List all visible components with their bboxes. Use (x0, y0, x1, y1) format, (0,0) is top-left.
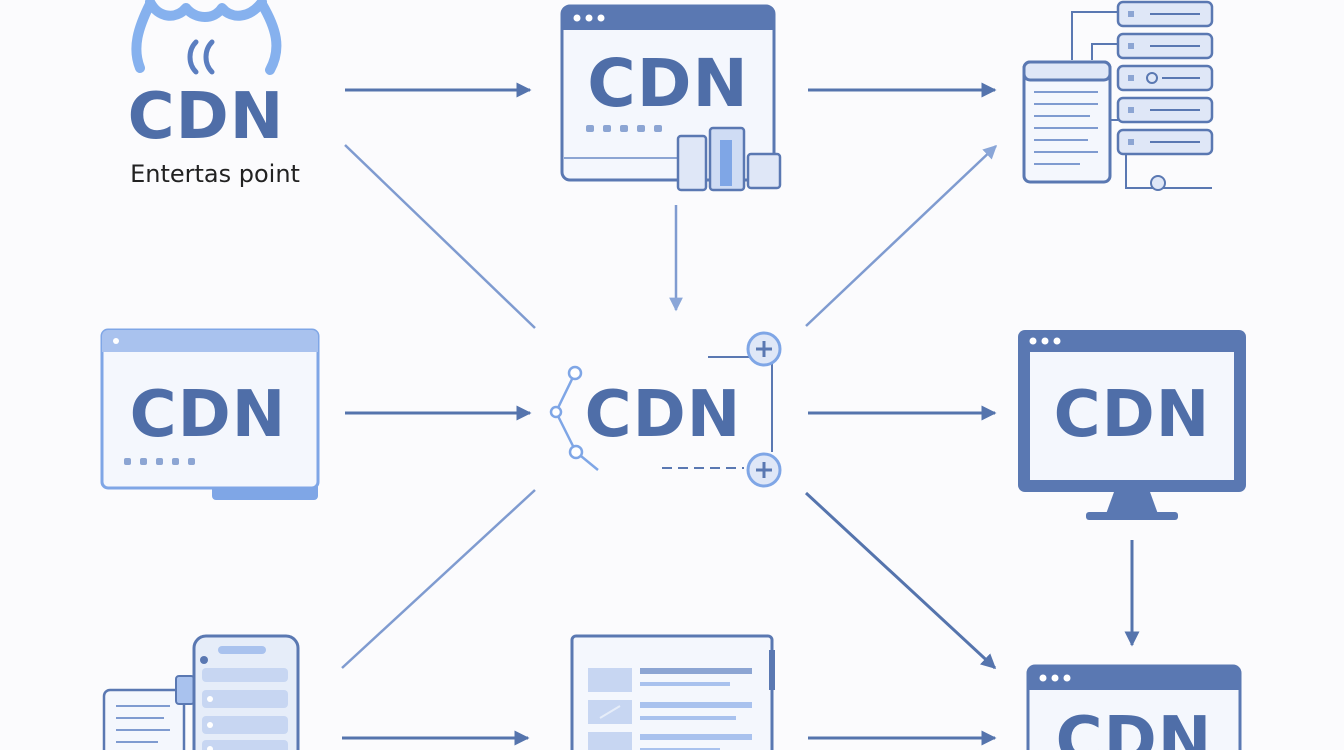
document-window-icon (570, 634, 775, 750)
browser-window-icon (560, 4, 782, 192)
entry-point-caption: Entertas point (130, 160, 300, 188)
bottom-center-node (570, 634, 775, 750)
arrow-hub-to-bottom-right (804, 491, 997, 670)
top-center-label: CDN (587, 45, 748, 122)
hub-label: CDN (585, 378, 742, 452)
bottom-right-label: CDN (1056, 704, 1213, 750)
hub-node: CDN (549, 331, 782, 488)
mobile-devices-icon (102, 634, 300, 750)
cloud-wifi-icon (131, 0, 282, 75)
mid-right-label: CDN (1054, 378, 1211, 452)
connector-arrows (341, 82, 1140, 746)
mid-right-node: CDN (1018, 330, 1246, 520)
arrow-bottom-left-to-hub (341, 489, 536, 669)
bottom-right-node: CDN (1026, 664, 1242, 750)
entry-point-label: CDN (128, 80, 285, 154)
network-hub-icon (549, 331, 782, 488)
arrow-entry-to-hub (344, 144, 536, 329)
browser-window-icon (1026, 664, 1242, 750)
mid-left-node: CDN (100, 328, 320, 500)
bottom-left-node (102, 634, 300, 750)
browser-window-icon (100, 328, 320, 500)
top-right-node (1022, 0, 1214, 191)
desktop-monitor-icon (1018, 330, 1246, 520)
arrow-hub-to-server (805, 145, 997, 327)
server-rack-icon (1022, 0, 1214, 191)
entry-point-node: CDN Entertas point (128, 0, 300, 188)
top-center-node: CDN (560, 4, 782, 192)
mid-left-label: CDN (130, 378, 287, 452)
